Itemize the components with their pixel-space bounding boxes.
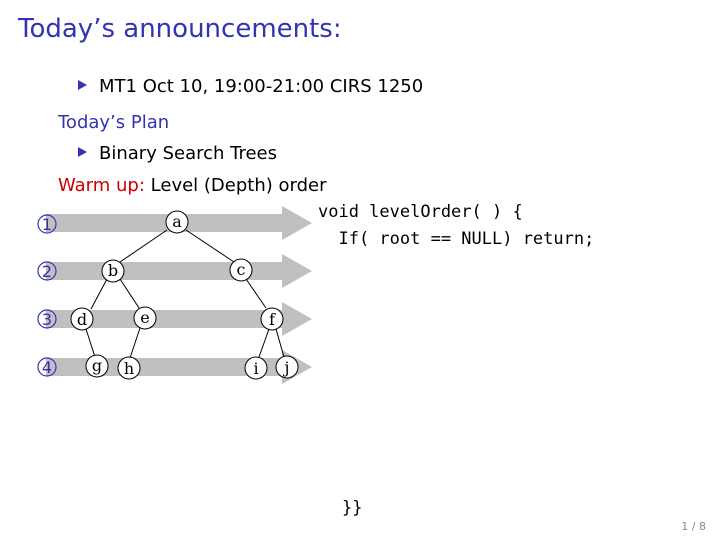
tree-edges [85, 229, 285, 359]
edge-a-c [185, 229, 235, 263]
node-a [165, 210, 189, 234]
node-e [133, 306, 157, 330]
node-label-e: e [140, 308, 149, 327]
level-circle-1 [37, 214, 57, 234]
warmup-line: Warm up: Level (Depth) order [58, 175, 326, 196]
code-line-2: If( root == NULL) return; [318, 229, 595, 249]
node-label-i: i [253, 359, 258, 378]
plan-item: Binary Search Trees [78, 143, 277, 164]
announcement-text: MT1 Oct 10, 19:00-21:00 CIRS 1250 [99, 76, 424, 97]
node-label-j: j [283, 358, 290, 377]
code-closing: }} [342, 498, 363, 518]
node-g [85, 354, 109, 378]
node-label-d: d [77, 310, 87, 329]
plan-heading: Today’s Plan [58, 112, 170, 133]
edge-a-b [119, 229, 168, 263]
node-f [260, 307, 284, 331]
node-j [275, 355, 299, 379]
node-label-g: g [92, 356, 102, 375]
level-arrow-3 [46, 302, 312, 336]
node-label-f: f [269, 310, 276, 329]
node-b [101, 259, 125, 283]
edge-b-d [90, 278, 108, 310]
level-label-4: 4 [42, 358, 52, 377]
edge-d-g [85, 328, 96, 358]
warmup-label: Warm up: [58, 175, 145, 196]
level-label-1: 1 [42, 215, 52, 234]
edge-f-i [258, 328, 270, 358]
level-circle-2 [37, 261, 57, 281]
page-number: 1 / 8 [681, 520, 706, 533]
tree-nodes: a b c d e f g h i j [70, 210, 299, 380]
slide-title: Today’s announcements: [18, 14, 342, 44]
code-line-1: void levelOrder( ) { [318, 202, 523, 222]
announcement-item: MT1 Oct 10, 19:00-21:00 CIRS 1250 [78, 76, 423, 97]
plan-item-text: Binary Search Trees [99, 143, 278, 164]
level-arrow-4 [46, 350, 312, 384]
edge-b-e [119, 278, 140, 309]
level-arrow-2 [46, 254, 312, 288]
warmup-text: Level (Depth) order [150, 175, 327, 196]
node-c [229, 258, 253, 282]
level-label-3: 3 [42, 310, 52, 329]
node-h [117, 356, 141, 380]
node-i [244, 356, 268, 380]
node-label-a: a [172, 212, 182, 231]
bullet-triangle-icon [78, 80, 87, 90]
node-label-h: h [124, 359, 134, 378]
node-label-c: c [237, 260, 246, 279]
edge-f-j [275, 328, 285, 358]
node-label-b: b [108, 261, 118, 280]
level-label-2: 2 [42, 262, 52, 281]
bullet-triangle-icon [78, 147, 87, 157]
node-d [70, 307, 94, 331]
level-markers: 1 2 3 4 [37, 214, 57, 377]
edge-e-h [129, 327, 141, 359]
level-circle-4 [37, 357, 57, 377]
level-circle-3 [37, 309, 57, 329]
edge-c-f [245, 278, 267, 309]
